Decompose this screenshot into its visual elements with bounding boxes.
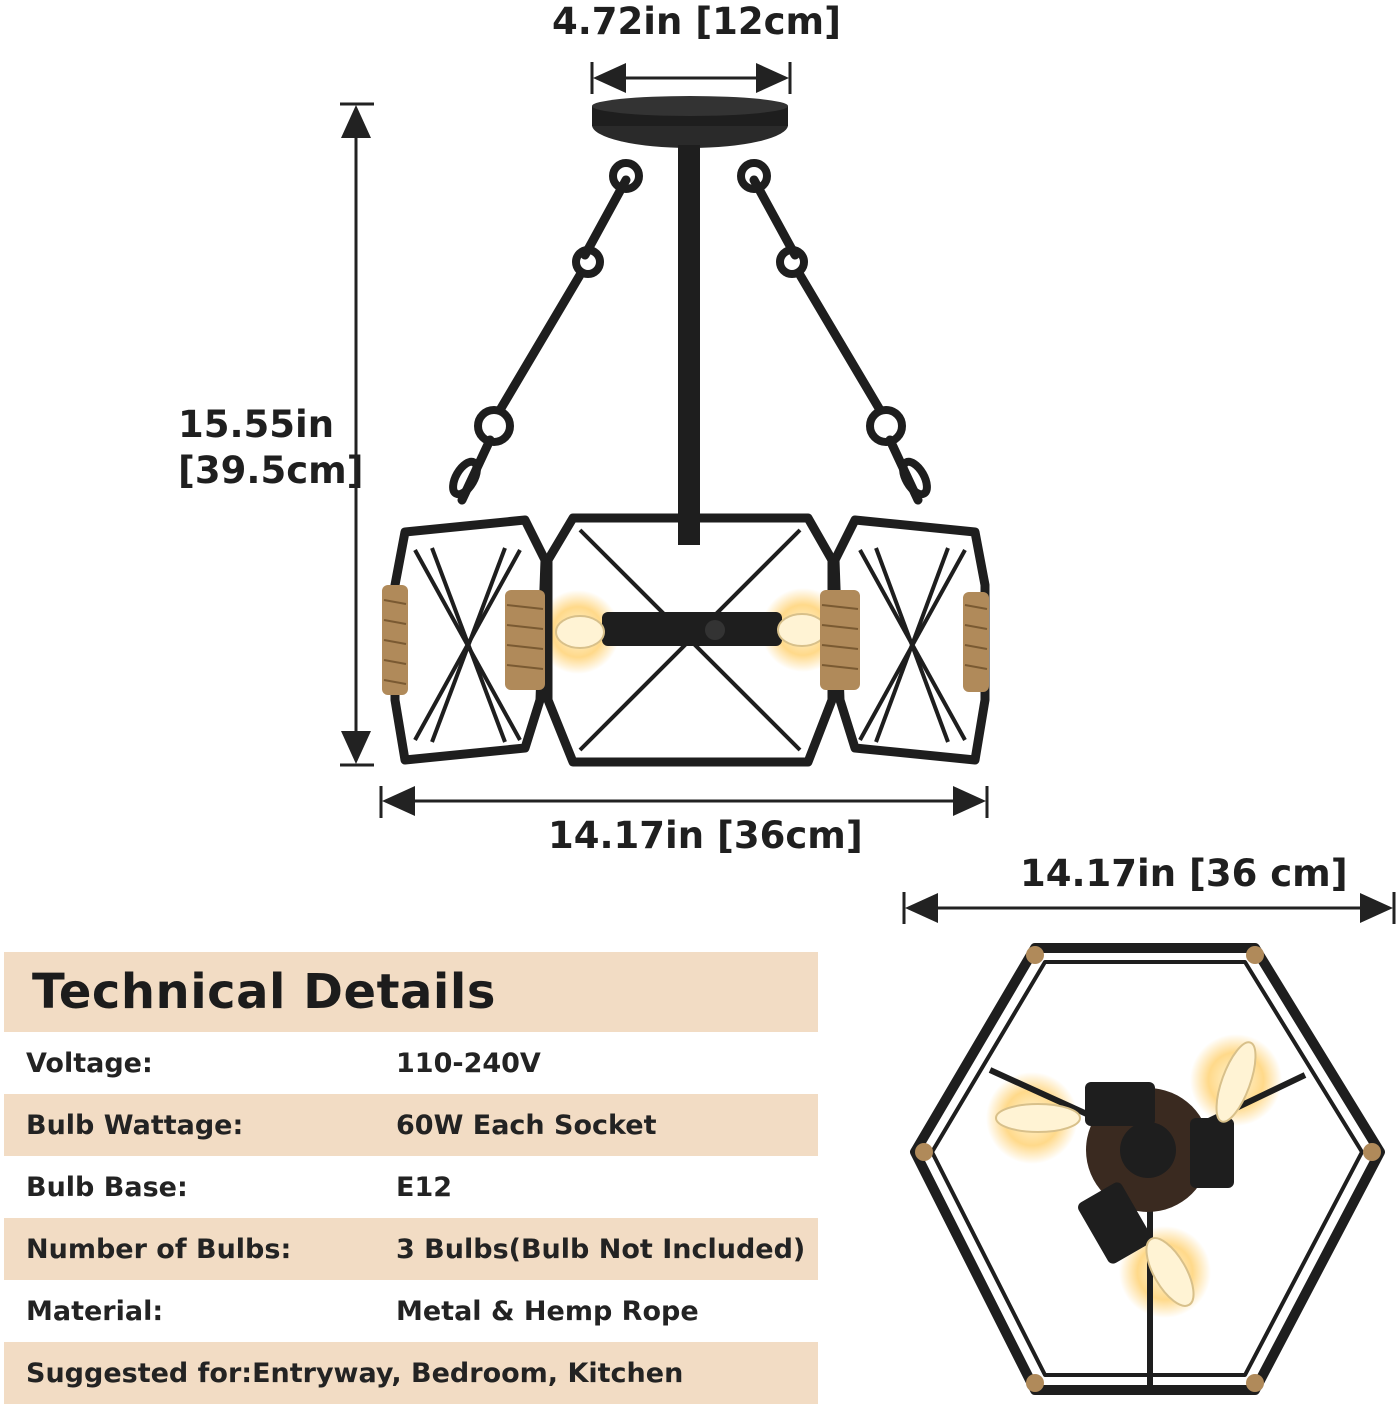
- technical-details-header: Technical Details: [4, 952, 818, 1032]
- spec-value: Entryway, Bedroom, Kitchen: [252, 1357, 684, 1389]
- spec-row-bulb-wattage: Bulb Wattage: 60W Each Socket: [4, 1094, 818, 1156]
- height-label-in: 15.55in: [178, 403, 335, 446]
- height-label: 15.55in [39.5cm]: [178, 402, 364, 494]
- spec-row-voltage: Voltage: 110-240V: [4, 1032, 818, 1094]
- spec-label: Number of Bulbs:: [26, 1233, 292, 1265]
- spec-label: Voltage:: [26, 1047, 153, 1079]
- spec-value: E12: [396, 1171, 453, 1203]
- bottom-width-dimension-line: [379, 786, 989, 818]
- technical-details-title: Technical Details: [32, 964, 496, 1020]
- technical-details-table: Technical Details Voltage: 110-240V Bulb…: [4, 952, 818, 1404]
- height-dimension-line: [340, 102, 374, 767]
- spec-row-bulb-base: Bulb Base: E12: [4, 1156, 818, 1218]
- spec-label: Bulb Base:: [26, 1171, 188, 1203]
- spec-label: Material:: [26, 1295, 164, 1327]
- spec-row-material: Material: Metal & Hemp Rope: [4, 1280, 818, 1342]
- height-label-cm: [39.5cm]: [178, 449, 364, 492]
- spec-value: 3 Bulbs(Bulb Not Included): [396, 1233, 806, 1265]
- top-width-label: 4.72in [12cm]: [552, 0, 841, 43]
- spec-label: Suggested for:: [26, 1357, 253, 1389]
- side-view-dimension-line: [902, 892, 1396, 924]
- fixture-front-view: [382, 96, 990, 767]
- top-width-dimension-line: [590, 62, 792, 94]
- fixture-bottom-view: [910, 943, 1385, 1395]
- bottom-width-label: 14.17in [36cm]: [548, 814, 863, 857]
- spec-value: 60W Each Socket: [396, 1109, 657, 1141]
- spec-row-number-of-bulbs: Number of Bulbs: 3 Bulbs(Bulb Not Includ…: [4, 1218, 818, 1280]
- spec-value: 110-240V: [396, 1047, 541, 1079]
- spec-value: Metal & Hemp Rope: [396, 1295, 699, 1327]
- side-view-width-label: 14.17in [36 cm]: [1020, 852, 1348, 895]
- spec-row-suggested-for: Suggested for: Entryway, Bedroom, Kitche…: [4, 1342, 818, 1404]
- spec-label: Bulb Wattage:: [26, 1109, 244, 1141]
